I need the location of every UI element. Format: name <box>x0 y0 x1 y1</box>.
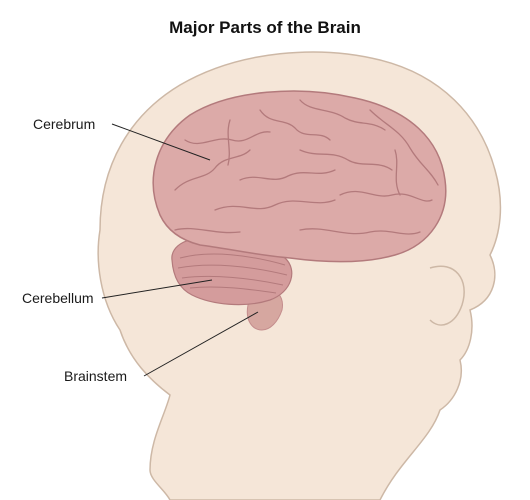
brainstem-label: Brainstem <box>64 368 128 384</box>
brainstem-leader <box>143 311 259 377</box>
cerebrum-shape <box>152 90 447 263</box>
cerebellum-leader <box>101 279 213 299</box>
cerebrum-leader <box>111 123 211 161</box>
cerebrum-label: Cerebrum <box>33 116 96 132</box>
cerebellum-label: Cerebellum <box>22 290 94 306</box>
ear-outline <box>429 265 465 326</box>
diagram-title: Major Parts of the Brain <box>169 18 361 37</box>
